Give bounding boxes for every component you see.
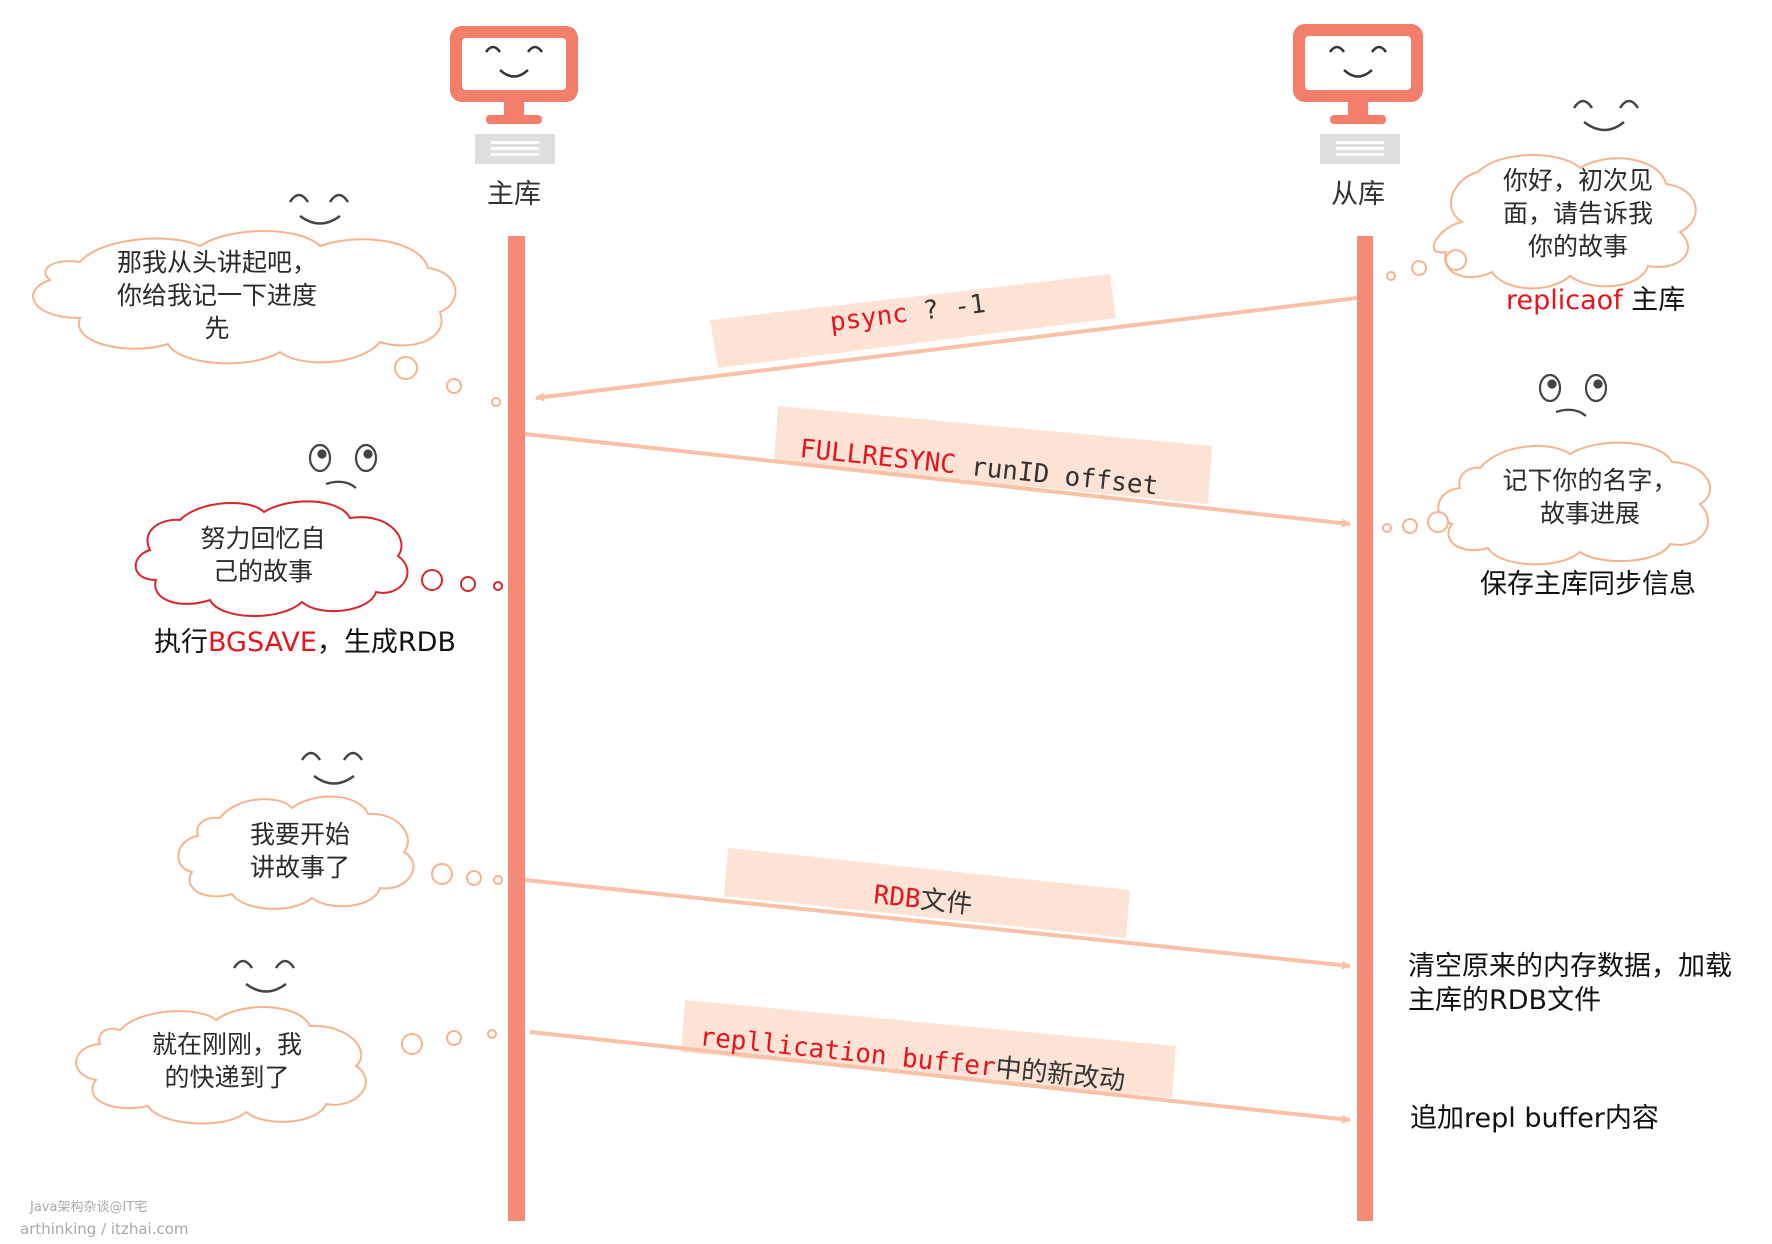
master-express-text: 就在刚刚，我 的快递到了 [151, 1030, 302, 1092]
smile-face-icon [232, 959, 296, 993]
master-tell-cloud [177, 795, 503, 910]
smile-face-icon [1572, 99, 1640, 132]
rdb-rest: 文件 [918, 884, 974, 921]
thinking-face-icon [308, 443, 378, 489]
psync-arrow [535, 296, 1358, 402]
watermark-line2: arthinking / itzhai.com [20, 1220, 189, 1238]
master-recall-cloud [134, 500, 503, 618]
slave-lifeline [1357, 236, 1373, 1221]
append-note: 追加repl buffer内容 [1410, 1103, 1659, 1134]
rdb-label-bg [724, 848, 1130, 938]
slave-record-text: 记下你的名字， 故事进展 [1502, 466, 1678, 528]
slave-label: 从库 [1331, 179, 1385, 210]
slave-hello-cloud [1386, 153, 1697, 290]
watermark-line1: Java架构杂谈@IT宅 [30, 1200, 148, 1215]
master-label: 主库 [487, 179, 541, 210]
fullresync-label-bg [774, 406, 1212, 504]
thinking-face-icon [1538, 373, 1608, 417]
master-recall-text: 努力回忆自 己的故事 [200, 524, 326, 586]
master-tell-text: 我要开始 讲故事了 [249, 820, 350, 882]
master-express-cloud [75, 1006, 497, 1125]
master-start-cloud [32, 230, 501, 407]
slave-hello-text: 你好，初次见 面，请告诉我 你的故事 [1502, 166, 1653, 261]
smile-face-icon [300, 751, 364, 785]
repl-label-bg [681, 1000, 1176, 1098]
slave-computer-icon [1293, 24, 1423, 164]
master-lifeline [508, 236, 525, 1221]
replicaof-note: replicaof 主库 [1506, 285, 1686, 316]
psync-label-bg [710, 274, 1116, 368]
fullresync-arrow [524, 432, 1351, 528]
repl-arrow [529, 1030, 1351, 1124]
smile-face-icon [288, 193, 350, 225]
save-info-note: 保存主库同步信息 [1480, 569, 1696, 600]
clear-load-note: 清空原来的内存数据，加载 主库的RDB文件 [1408, 951, 1732, 1016]
rdb-code: RDB [872, 880, 923, 915]
master-computer-icon [450, 26, 578, 164]
bgsave-note: 执行BGSAVE，生成RDB [154, 627, 456, 658]
rdb-arrow [524, 878, 1351, 970]
slave-record-cloud [1382, 441, 1711, 566]
master-start-text: 那我从头讲起吧， 你给我记一下进度 先 [116, 248, 317, 343]
